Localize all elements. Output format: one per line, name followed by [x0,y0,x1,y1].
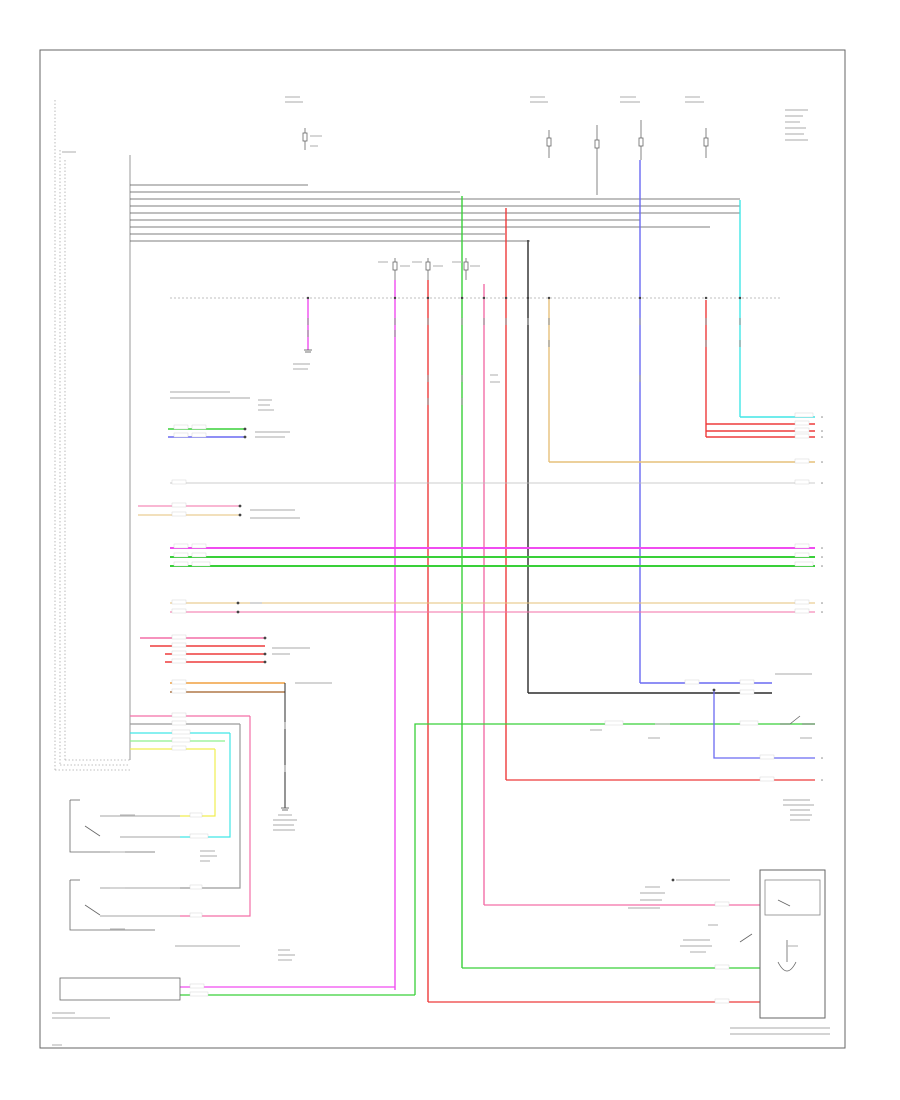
connector-icon [547,296,551,300]
right-side-wiring [180,690,815,1003]
connector-icon [263,652,267,656]
connector-icon [671,878,675,882]
connector-icon [638,296,642,300]
ground-icon [281,807,289,811]
fuse-icon [463,258,469,280]
fuse-group-top [302,120,709,280]
switch-icon [739,715,815,943]
connector-icon [482,296,486,300]
connector-icon [426,296,430,300]
fuse-icon [392,258,398,280]
fuse-icon [546,130,552,158]
vertical-wire-tags [284,318,741,772]
connector-icon [704,296,708,300]
left-stubs [138,397,286,808]
fuse-icon [302,128,308,150]
right-component-box [759,869,826,1019]
left-component-boxes [59,799,181,1001]
wire-label-tags [171,412,814,1004]
right-inner-box [764,879,821,916]
fuse-text-marks [62,96,808,267]
fuse-icon [594,125,600,195]
connector-icon [738,296,742,300]
fuse-icon [425,258,431,280]
fuse-icon [703,128,709,158]
connector-icon [236,610,240,614]
diagram-border [39,49,846,1049]
connector-dots [236,296,742,882]
connector-icon [243,435,247,439]
connector-icon [393,296,397,300]
left-power-bus [54,100,130,771]
connector-icon [238,504,242,508]
wire-end-marks [821,416,823,781]
connector-icon [243,427,247,431]
vertical-wires [307,160,741,1002]
connector-icon [504,296,508,300]
connector-icon [236,601,240,605]
connector-icon [263,636,267,640]
ground-icon [304,349,312,353]
connector-icon [238,513,242,517]
horizontal-wires [170,416,815,694]
connector-icon [526,296,530,300]
connector-icon [460,296,464,300]
motor-icon [777,940,797,972]
connector-icon [712,688,716,692]
left-bottom-wiring-gray [100,815,180,917]
connector-icon [306,296,310,300]
fuse-icon [638,120,644,160]
component-text-marks [52,261,830,1046]
connector-icon [263,660,267,664]
top-bus-lines [130,184,740,242]
